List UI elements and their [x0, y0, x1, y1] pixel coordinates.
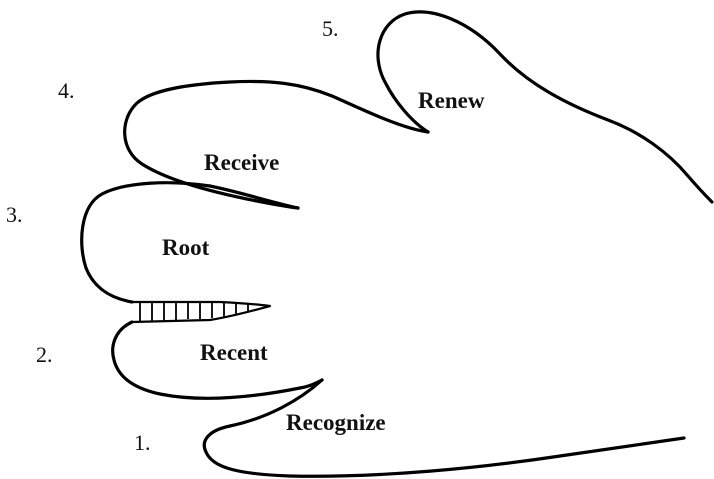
- finger-3-number: 3.: [6, 202, 23, 228]
- finger-1-number: 1.: [134, 430, 151, 456]
- finger-4-outline: [125, 81, 428, 208]
- finger-4-number: 4.: [58, 78, 75, 104]
- finger-3-label: Root: [162, 235, 209, 261]
- finger-2-number: 2.: [36, 342, 53, 368]
- finger-5-number: 5.: [322, 16, 339, 42]
- finger-4-label: Receive: [204, 150, 279, 176]
- fingernail-stripes: [140, 303, 248, 321]
- finger-1-outline: [204, 380, 684, 476]
- finger-2-label: Recent: [200, 340, 268, 366]
- finger-5-label: Renew: [418, 88, 484, 114]
- finger-1-label: Recognize: [286, 410, 386, 436]
